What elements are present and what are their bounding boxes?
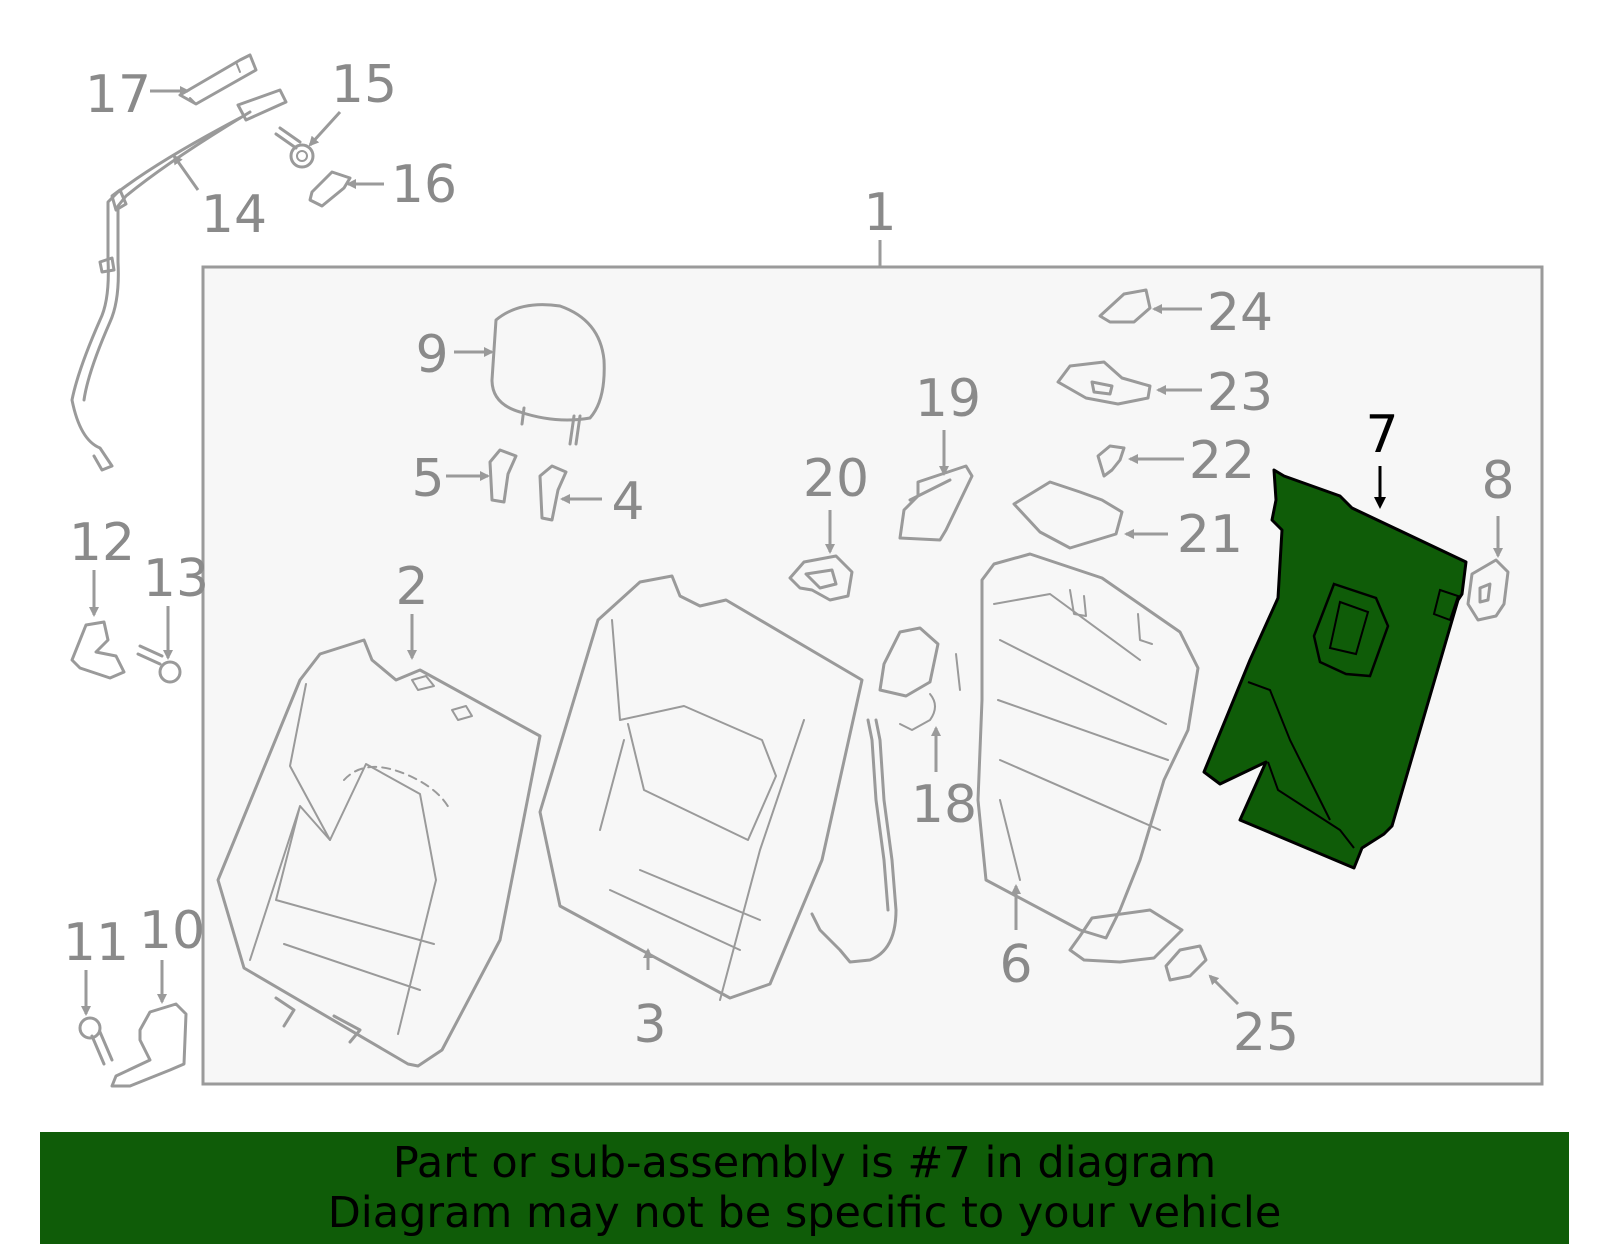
part-8-clip bbox=[1466, 558, 1510, 622]
part-19-panel bbox=[898, 464, 974, 542]
part-17-bracket bbox=[178, 53, 258, 106]
part-4-guide bbox=[538, 464, 568, 522]
callout-7: 7 bbox=[1365, 405, 1398, 465]
callout-5: 5 bbox=[411, 449, 444, 509]
callout-22: 22 bbox=[1189, 431, 1255, 491]
part-6-frame bbox=[976, 552, 1200, 964]
part-12-bracket bbox=[70, 620, 126, 680]
part-20-clip bbox=[788, 554, 854, 602]
part-24-cap bbox=[1098, 288, 1152, 324]
part-2-cover bbox=[216, 638, 542, 1068]
part-7-back-panel bbox=[1202, 468, 1468, 870]
part-22-clip bbox=[1096, 444, 1126, 478]
info-banner: Part or sub-assembly is #7 in diagram Di… bbox=[40, 1132, 1569, 1244]
callout-14: 14 bbox=[201, 185, 267, 245]
callout-19: 19 bbox=[915, 369, 981, 429]
part-9-headrest bbox=[490, 303, 606, 446]
part-13-bolt bbox=[136, 644, 182, 684]
banner-line-1: Part or sub-assembly is #7 in diagram bbox=[392, 1138, 1217, 1188]
part-14-cable bbox=[70, 88, 288, 472]
callout-15: 15 bbox=[331, 55, 397, 115]
callout-11: 11 bbox=[63, 913, 129, 973]
part-25-clip bbox=[1164, 944, 1208, 982]
part-23-bracket bbox=[1056, 360, 1152, 406]
part-18-harness bbox=[810, 626, 961, 964]
banner-line-2: Diagram may not be specific to your vehi… bbox=[327, 1188, 1282, 1238]
callout-2: 2 bbox=[395, 557, 428, 617]
part-10-hinge bbox=[110, 1002, 188, 1088]
callout-10: 10 bbox=[139, 901, 205, 961]
callout-8: 8 bbox=[1481, 451, 1514, 511]
callout-20: 20 bbox=[803, 449, 869, 509]
part-16-clip bbox=[308, 170, 352, 208]
part-11-bolt bbox=[78, 1016, 114, 1066]
callout-25: 25 bbox=[1233, 1003, 1299, 1063]
callout-9: 9 bbox=[415, 325, 448, 385]
callout-6: 6 bbox=[999, 935, 1032, 995]
part-15-bolt bbox=[274, 126, 315, 169]
callout-21: 21 bbox=[1177, 505, 1243, 565]
callout-13: 13 bbox=[143, 549, 209, 609]
leader-lines bbox=[81, 86, 1503, 1016]
callout-4: 4 bbox=[611, 472, 644, 532]
callout-17: 17 bbox=[85, 65, 151, 125]
callout-1: 1 bbox=[863, 183, 896, 243]
callout-labels: 1 2 3 4 5 6 8 9 10 11 12 13 14 15 16 17 … bbox=[63, 55, 1515, 1063]
part-5-guide bbox=[488, 448, 518, 504]
callout-12: 12 bbox=[69, 513, 135, 573]
part-3-cover bbox=[538, 574, 864, 1001]
callout-16: 16 bbox=[391, 155, 457, 215]
part-21-pad bbox=[1012, 480, 1124, 550]
callout-3: 3 bbox=[633, 995, 666, 1055]
callout-24: 24 bbox=[1207, 283, 1273, 343]
callout-18: 18 bbox=[911, 775, 977, 835]
callout-23: 23 bbox=[1207, 363, 1273, 423]
